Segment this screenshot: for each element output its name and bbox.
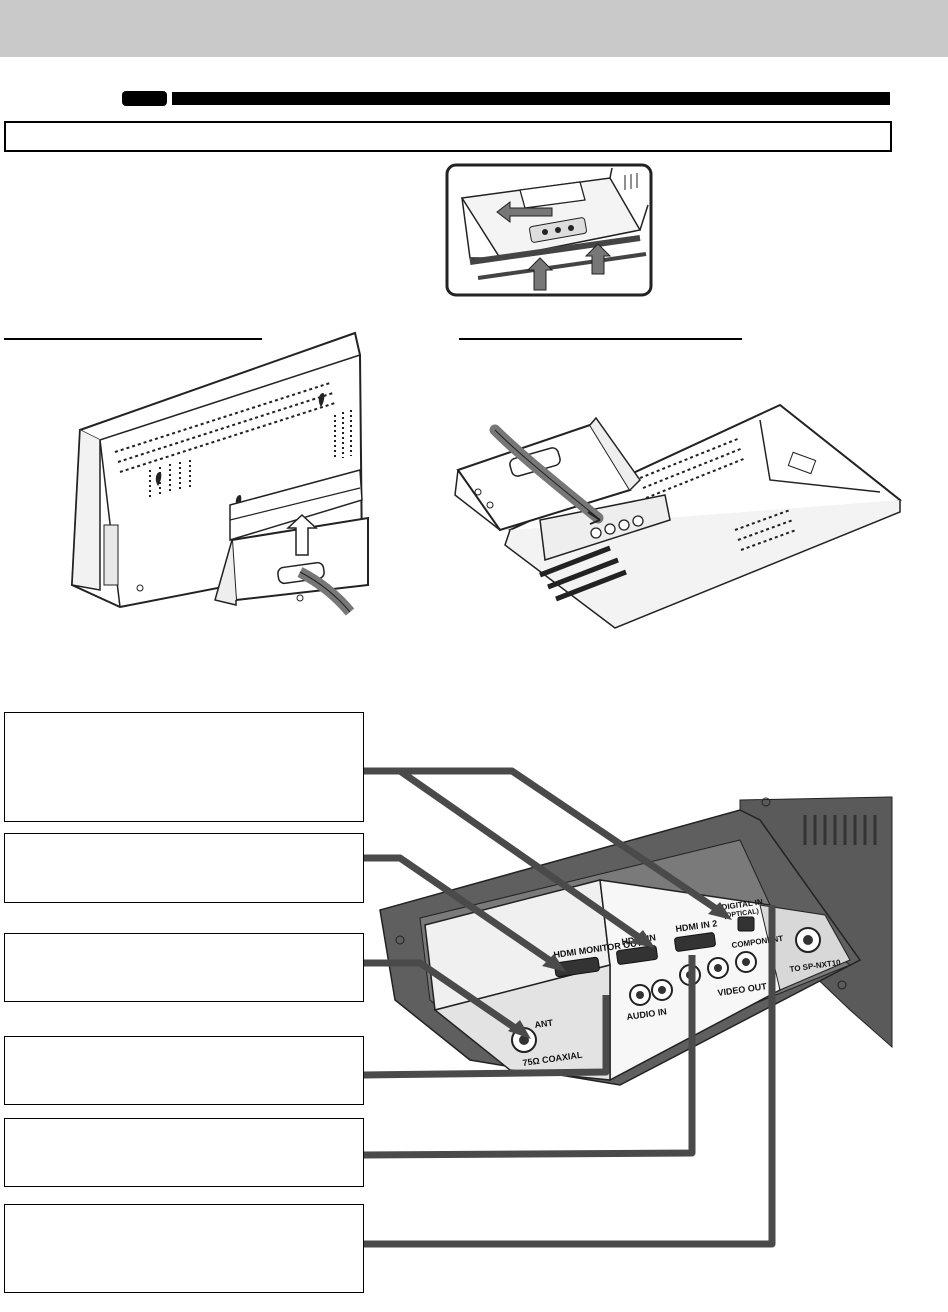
ant-label: ANT — [534, 1017, 554, 1030]
left-figure-caption-line — [4, 338, 262, 340]
connection-box-6 — [4, 1204, 364, 1293]
section-bar — [172, 92, 890, 105]
right-figure-caption-line — [459, 338, 742, 340]
connection-box-2 — [4, 833, 364, 903]
section-tag — [122, 91, 167, 106]
optical-label: (OPTICAL) — [723, 908, 759, 920]
connection-box-3 — [4, 933, 364, 1002]
flat-unit-figure — [454, 403, 902, 629]
upright-unit-figure — [70, 331, 369, 616]
cable-box-3 — [364, 959, 520, 1033]
section-title-box — [4, 121, 892, 152]
cable-arrowheads — [508, 902, 732, 1039]
connection-box-4 — [4, 1036, 364, 1105]
header-band — [0, 0, 948, 57]
connection-cables — [363, 767, 776, 1248]
cable-box-5 — [363, 955, 696, 1159]
stand-removal-detail-figure — [445, 163, 653, 297]
connection-box-1 — [4, 712, 364, 822]
cable-box-4 — [363, 995, 610, 1079]
connection-box-5 — [4, 1118, 364, 1187]
cable-box-1-b — [364, 767, 720, 913]
cable-box-2 — [364, 854, 554, 965]
cable-box-6 — [364, 905, 776, 1248]
